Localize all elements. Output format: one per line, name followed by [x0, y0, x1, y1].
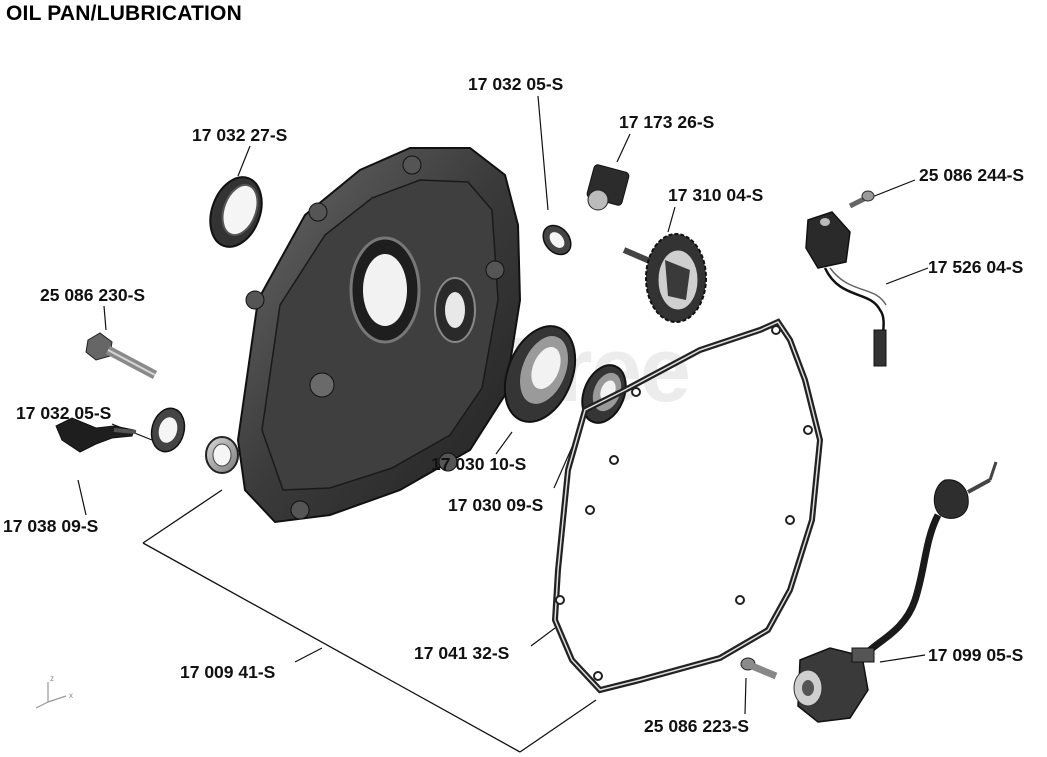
oil-level-sensor [793, 461, 998, 723]
part-label-17-032-27-s[interactable]: 17 032 27-S [192, 125, 288, 145]
oil-pan-gasket [551, 318, 824, 694]
screw-223 [740, 657, 778, 680]
crankshaft-seal [209, 176, 263, 248]
axis-x-label: x [69, 691, 73, 700]
ball-bearing-large [503, 325, 577, 423]
oil-fill-cap [55, 417, 137, 453]
part-label-17-041-32-s[interactable]: 17 041 32-S [414, 643, 510, 663]
oil-sensor [805, 211, 887, 367]
part-label-17-030-10-s[interactable]: 17 030 10-S [431, 454, 527, 474]
bolt-230 [85, 332, 158, 379]
page-title: OIL PAN/LUBRICATION [6, 2, 242, 25]
part-label-17-526-04-s[interactable]: 17 526 04-S [928, 257, 1024, 277]
part-label-17-099-05-s[interactable]: 17 099 05-S [928, 645, 1024, 665]
axis-triad: z x [30, 672, 78, 712]
part-label-25-086-230-s[interactable]: 25 086 230-S [40, 285, 146, 305]
part-label-17-173-26-s[interactable]: 17 173 26-S [619, 112, 715, 132]
governor-sleeve [586, 164, 630, 211]
small-oil-seal [542, 224, 572, 256]
oil-pan-body [205, 147, 522, 524]
screw-244 [848, 190, 875, 209]
part-label-17-038-09-s[interactable]: 17 038 09-S [3, 516, 99, 536]
oil-seal-left [150, 407, 186, 453]
part-label-17-030-09-s[interactable]: 17 030 09-S [448, 495, 544, 515]
part-label-17-032-05-s-top[interactable]: 17 032 05-S [468, 74, 564, 94]
governor-gear [622, 233, 707, 323]
assembly-bracket [142, 489, 597, 753]
part-label-25-086-223-s[interactable]: 25 086 223-S [644, 716, 750, 736]
part-label-17-009-41-s[interactable]: 17 009 41-S [180, 662, 276, 682]
axis-z-label: z [50, 674, 54, 683]
part-label-25-086-244-s[interactable]: 25 086 244-S [919, 165, 1025, 185]
part-label-17-310-04-s[interactable]: 17 310 04-S [668, 185, 764, 205]
part-label-17-032-05-s-left[interactable]: 17 032 05-S [16, 403, 112, 423]
